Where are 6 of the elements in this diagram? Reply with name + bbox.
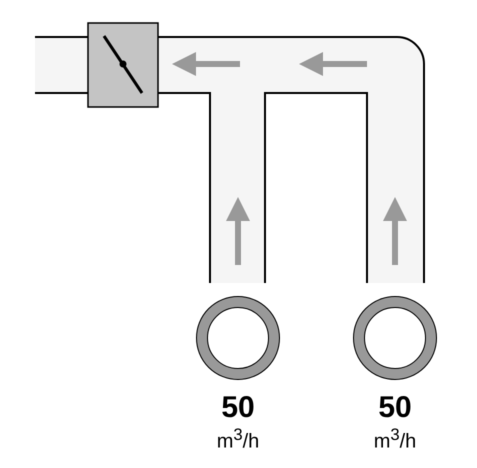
flow-unit: m$^{3}$/h bbox=[372, 424, 418, 453]
flow-unit: m$^{3}$/h bbox=[216, 424, 260, 453]
pipe-ring bbox=[196, 296, 280, 380]
pipe-ring bbox=[353, 296, 437, 380]
flow-value: 50 bbox=[220, 393, 256, 423]
flow-value: 50 bbox=[377, 393, 413, 423]
